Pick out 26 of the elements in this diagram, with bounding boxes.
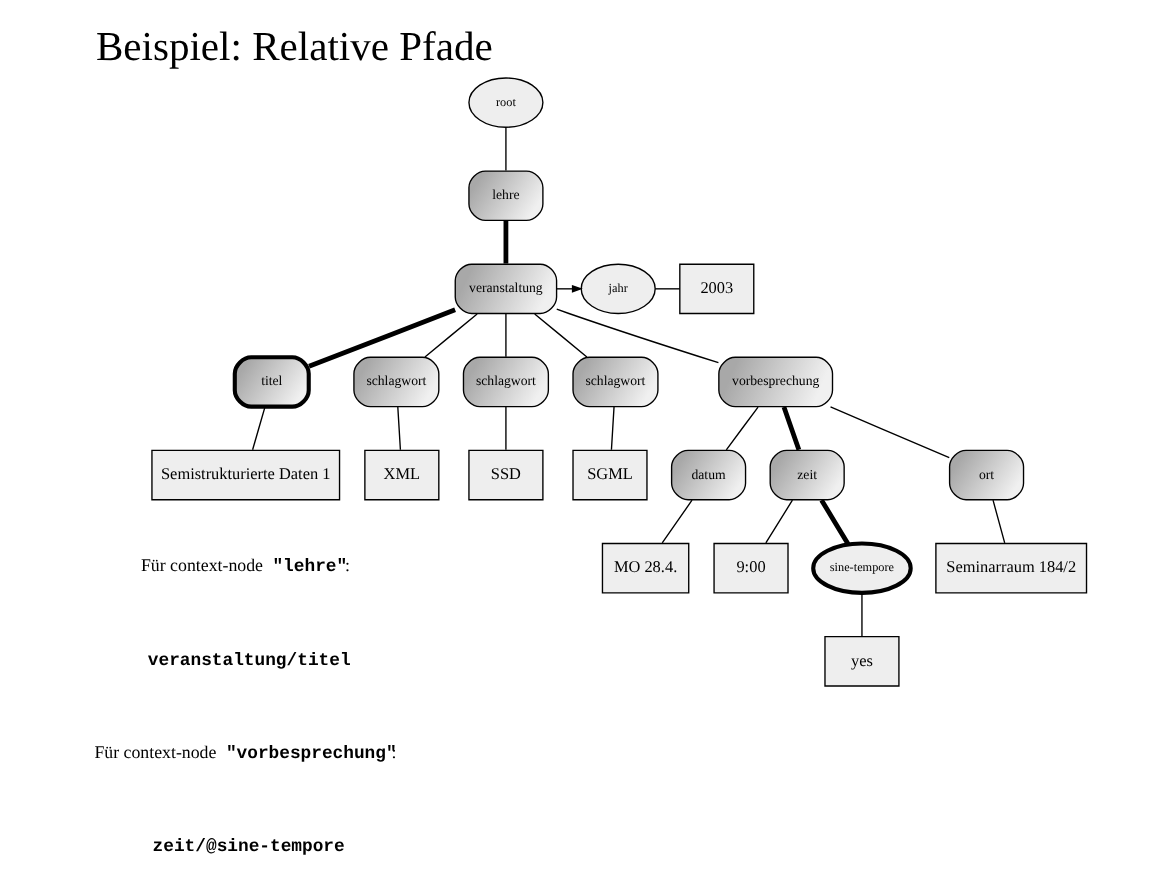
connector [534,313,588,358]
connector [610,406,615,451]
label: zeit/@sine-tempore [152,836,345,857]
connector [992,499,1006,544]
label: Für context-node "lehre": [140,555,350,578]
connector [308,307,456,369]
connector [861,592,863,637]
diagram-title: Beispiel: Relative Pfade [95,26,493,71]
connector [725,406,759,451]
connector [556,308,720,364]
connector [424,313,478,358]
connector [654,288,681,290]
label: Für context-node "vorbesprechung": [94,741,397,764]
arrow [556,285,583,293]
connector [661,499,693,544]
connector [781,406,802,451]
connector [765,499,794,544]
connector [503,220,509,264]
connector [505,127,507,172]
connector [251,406,266,451]
label: veranstaltung/titel [147,650,351,671]
connector [505,313,507,358]
connector [505,406,507,451]
connector [397,406,402,451]
connector [829,406,950,459]
connector [819,498,851,546]
